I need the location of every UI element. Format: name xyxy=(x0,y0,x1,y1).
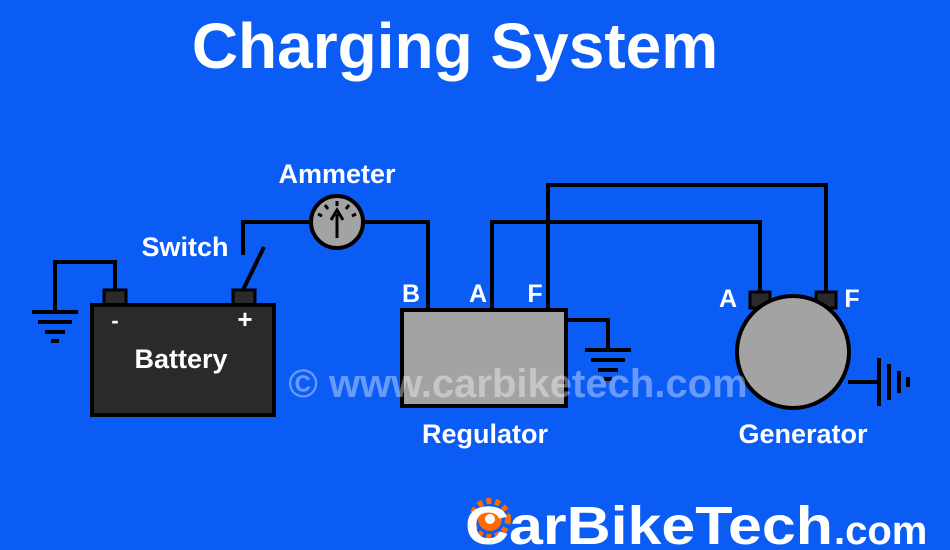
generator-label: Generator xyxy=(738,419,868,449)
switch-label: Switch xyxy=(141,232,228,262)
regulator-f-to-generator-f-wire xyxy=(546,183,828,310)
wires xyxy=(53,183,877,384)
watermark: © www.carbiketech.com xyxy=(288,362,747,406)
battery-label: Battery xyxy=(134,344,227,374)
ammeter-to-regulator-wire xyxy=(363,220,430,310)
switch xyxy=(241,246,266,291)
logo-suffix: .com xyxy=(834,509,927,550)
generator-a-terminal-label: A xyxy=(719,285,737,313)
page-title: Charging System xyxy=(192,10,718,82)
switch-to-ammeter-wire xyxy=(241,220,312,255)
regulator-ground-wire xyxy=(566,318,610,348)
regulator-f-terminal-label: F xyxy=(527,280,542,308)
carbiketech-logo: CarBikeTech .com xyxy=(465,496,927,550)
logo-text: CarBikeTech xyxy=(465,496,833,550)
generator xyxy=(735,294,851,410)
regulator-ground-icon xyxy=(585,348,631,381)
ammeter-label: Ammeter xyxy=(278,159,396,189)
ammeter xyxy=(309,194,365,250)
regulator-a-terminal-label: A xyxy=(469,280,487,308)
battery-ground-icon xyxy=(32,310,78,343)
generator-f-terminal-label: F xyxy=(844,285,859,313)
regulator-a-to-generator-a-wire xyxy=(490,220,762,310)
battery-negative-label: - xyxy=(111,308,118,333)
battery-ground-wire xyxy=(53,260,117,310)
gear-icon xyxy=(469,498,511,540)
generator-ground-icon xyxy=(877,358,910,406)
ammeter-scale-icon xyxy=(317,201,357,218)
regulator-b-terminal-label: B xyxy=(402,280,420,308)
regulator xyxy=(400,308,568,408)
regulator-label: Regulator xyxy=(422,419,549,449)
battery-positive-label: + xyxy=(237,304,252,334)
battery xyxy=(90,303,276,417)
